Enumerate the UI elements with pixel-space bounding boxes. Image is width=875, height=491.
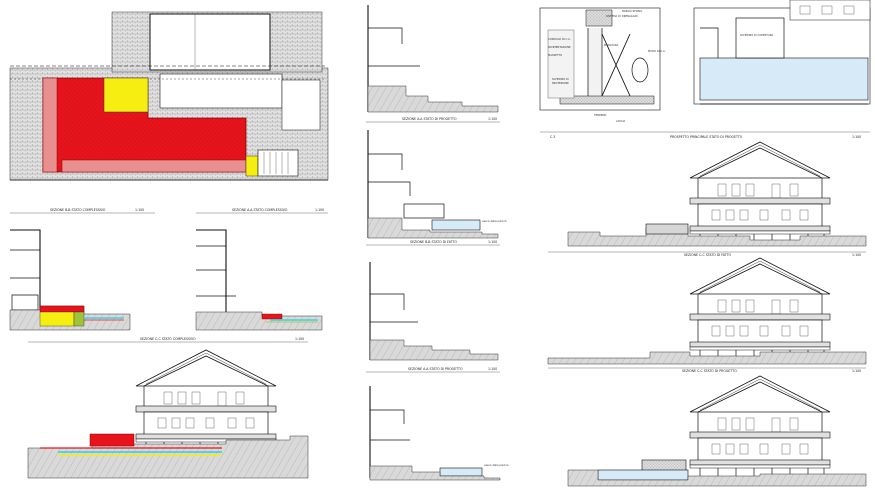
- detail-label-i: ACQUA: [616, 119, 625, 123]
- section-bb-scale: 1:100: [135, 208, 144, 212]
- detail-caption: C.3: [550, 135, 555, 139]
- middle-scale-1: 1:100: [488, 117, 497, 121]
- detail-label-d: BORDO SFIORO: [622, 9, 642, 13]
- right-elevation-3: [567, 375, 867, 487]
- right-title-1: PROSPETTO PRINCIPALE STATO DI PROGETTO: [670, 135, 743, 139]
- middle-title-3: SEZIONE A-A STATO DI PROGETTO: [408, 367, 463, 371]
- section-cc-complessivo: SEZIONE C-C STATO COMPLESSIVO 1:100: [27, 337, 309, 479]
- right-scale-2: 1:100: [852, 253, 861, 257]
- middle-scale-2: 1:100: [488, 240, 497, 244]
- detail-plan: SCHERMO DI COPERTURA: [693, 0, 871, 105]
- middle-section-2: vasca della piscina SEZIONE B-B STATO DI…: [366, 130, 507, 246]
- section-bb-title: SEZIONE B-B STATO COMPLESSIVO: [50, 208, 106, 212]
- section-cc-title: SEZIONE C-C STATO COMPLESSIVO: [140, 337, 196, 341]
- section-aa-title: SEZIONE A-A STATO COMPLESSIVO: [232, 208, 288, 212]
- section-bb-complessivo: SEZIONE B-B STATO COMPLESSIVO 1:100: [9, 208, 155, 331]
- right-title-2: SEZIONE C-C STATO DI FATTO: [684, 253, 732, 257]
- detail-label-g: MURO DI C.A.: [648, 49, 666, 53]
- middle-section-3: SEZIONE A-A STATO DI PROGETTO 1:100: [366, 262, 500, 373]
- middle-section-1: SEZIONE A-A STATO DI PROGETTO 1:100: [366, 5, 500, 123]
- section-aa-complessivo: SEZIONE A-A STATO COMPLESSIVO 1:100: [195, 208, 328, 331]
- right-scale-3: 1:100: [852, 369, 861, 373]
- right-elevation-1: PROSPETTO PRINCIPALE STATO DI PROGETTO 1…: [548, 135, 867, 257]
- section-aa-scale: 1:100: [315, 208, 324, 212]
- right-title-3: SEZIONE C-C STATO DI PROGETTO: [682, 369, 737, 373]
- right-elevation-2: SEZIONE C-C STATO DI PROGETTO 1:100: [547, 257, 867, 373]
- detail-label-e: SISTEMA DI DRENAGGIO: [606, 14, 638, 18]
- section-cc-scale: 1:100: [295, 337, 304, 341]
- detail-label-b: PAVIMENTAZIONE: [548, 45, 571, 49]
- detail-label-a: CORDOLO IN C.A.: [548, 37, 571, 41]
- pool-detail: CORDOLO IN C.A. PAVIMENTAZIONE MASSETTO …: [539, 7, 666, 123]
- right-scale-1: 1:100: [852, 135, 861, 139]
- middle-scale-3: 1:100: [488, 367, 497, 371]
- plan-view: [9, 11, 329, 181]
- detail-label-h: TERRENO: [594, 113, 606, 117]
- middle-title-1: SEZIONE A-A STATO DI PROGETTO: [402, 117, 457, 121]
- detail-label-f: MURATURA: [604, 43, 619, 47]
- middle-title-2: SEZIONE B-B STATO DI FATTO: [410, 240, 457, 244]
- pool-note-1: vasca della piscina: [482, 219, 507, 223]
- detail-plan-label: SCHERMO DI COPERTURA: [740, 33, 773, 37]
- pool-note-2: vasca della piscina: [484, 463, 509, 467]
- detail-label-c: MASSETTO: [548, 53, 562, 57]
- middle-section-4: vasca della piscina: [369, 386, 509, 481]
